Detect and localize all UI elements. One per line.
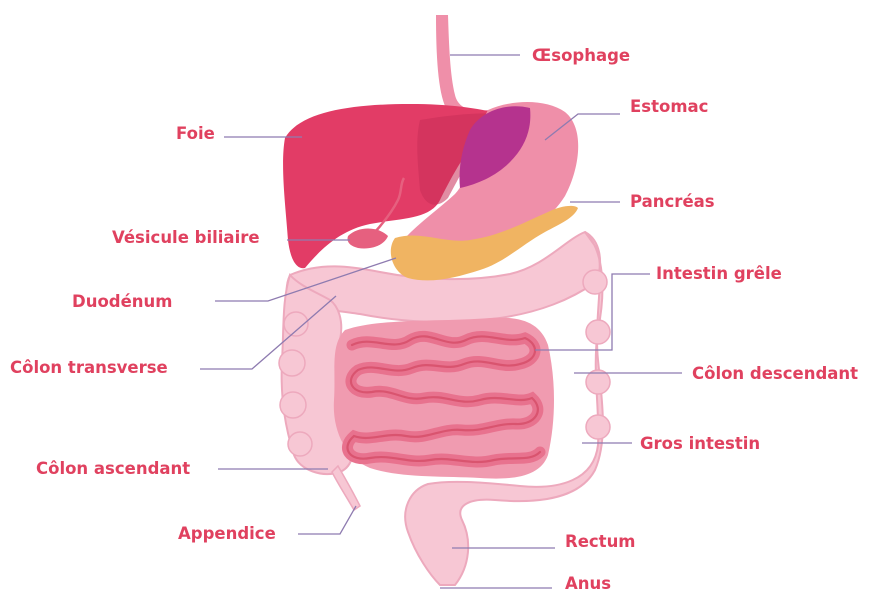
label-estomac: Estomac [630,97,708,116]
label-rectum: Rectum [565,532,636,551]
label-oesophage: Œsophage [532,46,630,65]
label-intestin-grele: Intestin grêle [656,264,782,283]
label-foie: Foie [176,124,215,143]
label-colon-transverse: Côlon transverse [10,358,168,377]
label-pancreas: Pancréas [630,192,715,211]
label-anus: Anus [565,574,611,593]
label-gros-intestin: Gros intestin [640,434,760,453]
label-colon-descendant: Côlon descendant [692,364,858,383]
label-duodenum: Duodénum [72,292,172,311]
small-intestine [334,318,554,479]
label-appendice: Appendice [178,524,276,543]
label-colon-ascendant: Côlon ascendant [36,459,190,478]
label-vesicule-biliaire: Vésicule biliaire [112,228,260,247]
